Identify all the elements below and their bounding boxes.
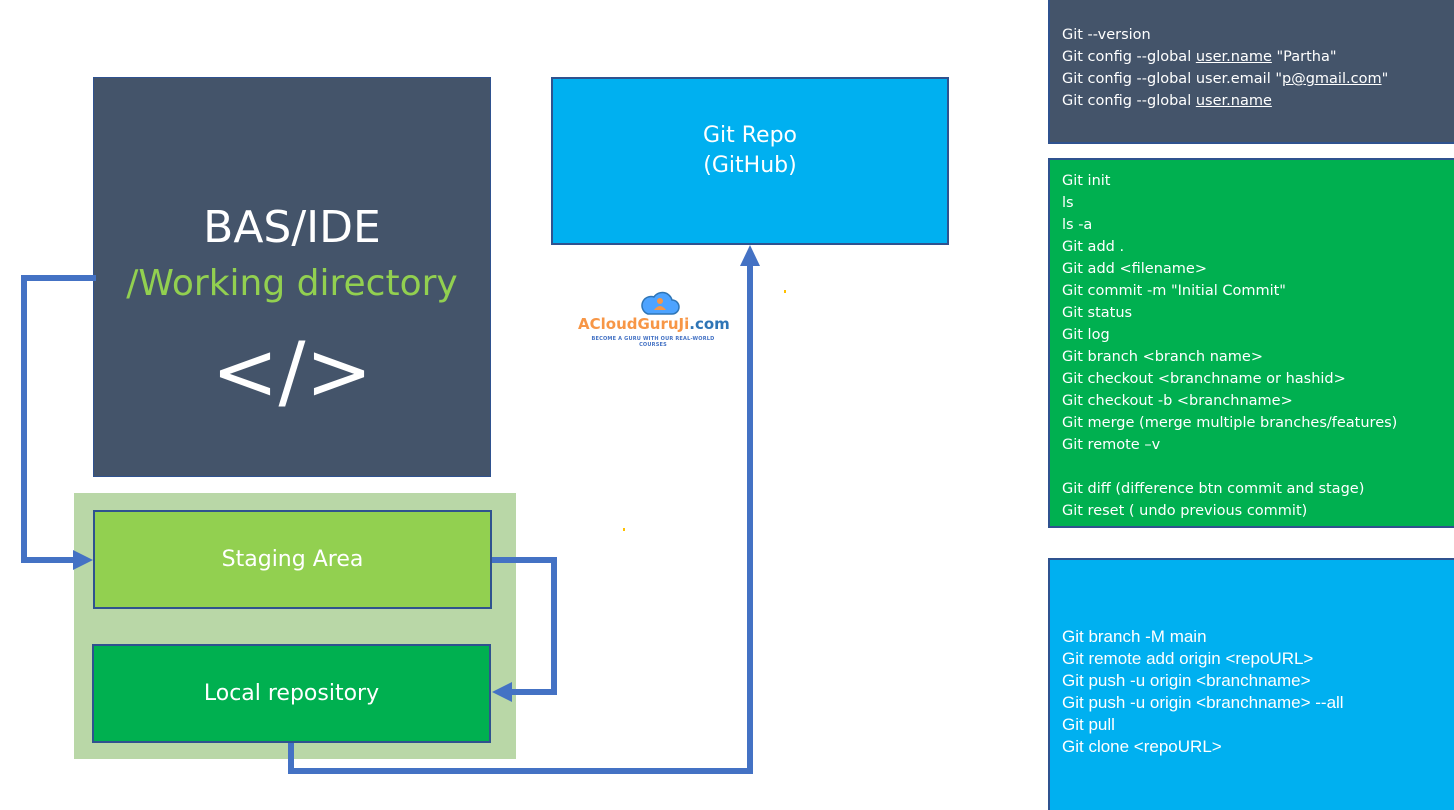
local-command: Git branch <branch name> — [1062, 349, 1264, 365]
remote-command: Git branch -M main — [1062, 627, 1207, 646]
local-command: Git diff (difference btn commit and stag… — [1062, 481, 1365, 497]
arrowhead-github — [740, 245, 760, 266]
command-link: user.name — [1195, 93, 1272, 109]
git-repo-label: Git Repo — [702, 123, 798, 148]
working-directory-subtitle: /Working directory — [126, 263, 458, 304]
arrow-working-to-staging — [21, 275, 96, 563]
arrow-staging-to-local — [492, 557, 557, 695]
config-command: Git config --global user.email "p@gmail.… — [1062, 68, 1454, 90]
local-command: Git add <filename> — [1062, 261, 1207, 277]
acloudguruji-logo: ACloudGuruJi.com BECOME A GURU WITH OUR … — [578, 290, 738, 350]
local-command: Git checkout <branchname or hashid> — [1062, 371, 1346, 387]
local-command: Git merge (merge multiple branches/featu… — [1062, 415, 1398, 431]
local-repository-box: Local repository — [92, 644, 491, 743]
arrow-local-to-github — [288, 262, 753, 774]
remote-command: Git remote add origin <repoURL> — [1062, 649, 1314, 668]
staging-area-box: Staging Area — [93, 510, 492, 609]
command-text: " — [1381, 71, 1389, 87]
local-command: ls — [1062, 195, 1074, 211]
local-command — [1062, 456, 1454, 478]
command-text: Git config --global — [1062, 93, 1196, 109]
local-command: ls -a — [1062, 217, 1093, 233]
local-command: Git reset ( undo previous commit) — [1062, 503, 1308, 519]
local-commands-panel: Git init ls ls -a Git add . Git add <filenam… — [1048, 158, 1454, 528]
remote-command: Git pull — [1062, 715, 1115, 734]
local-command: Git commit -m "Initial Commit" — [1062, 283, 1286, 299]
logo-domain: .com — [689, 315, 730, 333]
remote-command: Git push -u origin <branchname> — [1062, 671, 1311, 690]
local-command: Git status — [1062, 305, 1133, 321]
remote-command: Git clone <repoURL> — [1062, 737, 1222, 756]
decorative-speck — [784, 290, 786, 293]
local-command: Git add . — [1062, 239, 1125, 255]
remote-command: Git push -u origin <branchname> --all — [1062, 693, 1344, 712]
command-text: Git config --global user.email " — [1062, 71, 1283, 87]
command-text: Git config --global — [1062, 49, 1196, 65]
git-repo-box: Git Repo (GitHub) — [551, 77, 949, 245]
arrowhead-staging — [73, 550, 93, 570]
logo-name: ACloudGuruJi — [578, 315, 690, 333]
command-link: user.name — [1195, 49, 1272, 65]
working-directory-box: BAS/IDE /Working directory </> — [93, 77, 491, 477]
local-command: Git log — [1062, 327, 1110, 343]
local-repository-label: Local repository — [203, 681, 380, 706]
config-command: Git --version — [1062, 24, 1454, 46]
config-command: Git config --global user.name — [1062, 90, 1454, 112]
command-text: "Partha" — [1271, 49, 1337, 65]
code-icon: </> — [211, 325, 373, 418]
decorative-speck — [623, 528, 625, 531]
local-command: Git checkout -b <branchname> — [1062, 393, 1293, 409]
config-command: Git config --global user.name "Partha" — [1062, 46, 1454, 68]
command-link: p@gmail.com — [1282, 71, 1382, 87]
staging-area-label: Staging Area — [221, 547, 364, 572]
local-command: Git remote –v — [1062, 437, 1161, 453]
cloud-icon — [641, 291, 680, 315]
local-command: Git init — [1062, 173, 1111, 189]
working-directory-title: BAS/IDE — [203, 202, 381, 253]
command-text: Git --version — [1062, 27, 1151, 43]
git-repo-sublabel: (GitHub) — [703, 153, 797, 178]
arrowhead-local — [492, 682, 512, 702]
logo-tagline: BECOME A GURU WITH OUR REAL-WORLD COURSE… — [591, 336, 715, 348]
